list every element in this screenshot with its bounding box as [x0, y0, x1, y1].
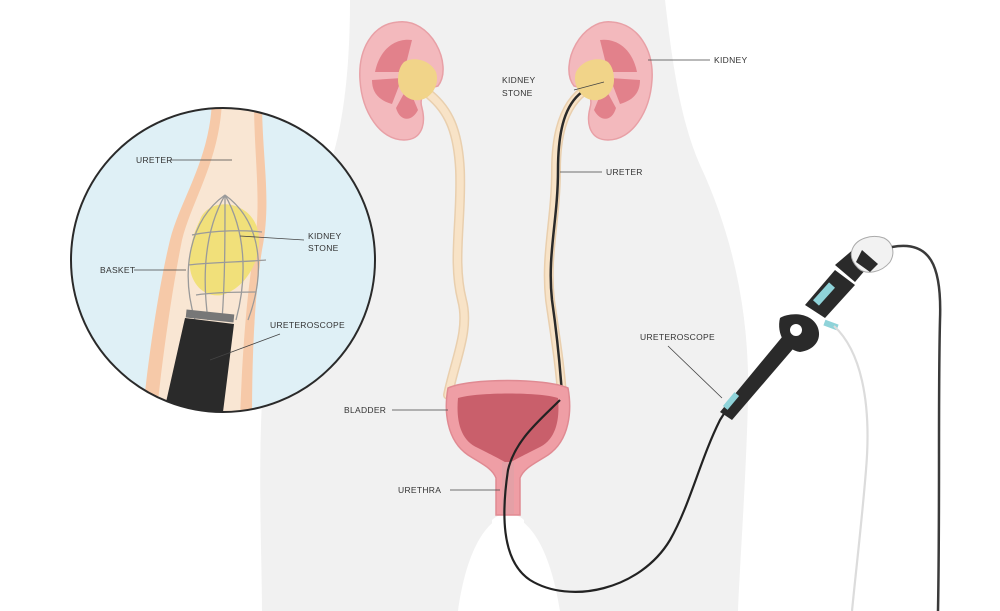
light-cord: [833, 325, 869, 611]
label-kidney-stone-line1: KIDNEY: [502, 75, 535, 85]
inset-label-kidney-stone-line2: STONE: [308, 243, 339, 253]
label-ureter: URETER: [606, 167, 643, 177]
scope-in-ureter: [549, 91, 583, 396]
inset-label-basket: BASKET: [100, 265, 135, 275]
body-silhouette: [260, 0, 749, 611]
label-bladder: BLADDER: [344, 405, 386, 415]
ureteroscope-device: [720, 236, 894, 420]
label-ureteroscope: URETEROSCOPE: [640, 332, 715, 342]
inset-ureteroscope: [162, 318, 234, 412]
label-kidney: KIDNEY: [714, 55, 747, 65]
ureteroscope-cable: [503, 379, 759, 593]
camera-cord: [891, 244, 942, 611]
inset-label-ureter: URETER: [136, 155, 173, 165]
label-kidney-stone-line2: STONE: [502, 88, 533, 98]
label-urethra: URETHRA: [398, 485, 441, 495]
inset-label-kidney-stone-line1: KIDNEY: [308, 231, 341, 241]
left-kidney: [359, 21, 444, 141]
inset-basket: [187, 194, 267, 321]
inset-magnified-view: [70, 107, 376, 413]
inset-label-ureteroscope: URETEROSCOPE: [270, 320, 345, 330]
bladder: [445, 379, 571, 516]
leg-gap: [492, 514, 524, 546]
right-kidney: [568, 21, 653, 141]
